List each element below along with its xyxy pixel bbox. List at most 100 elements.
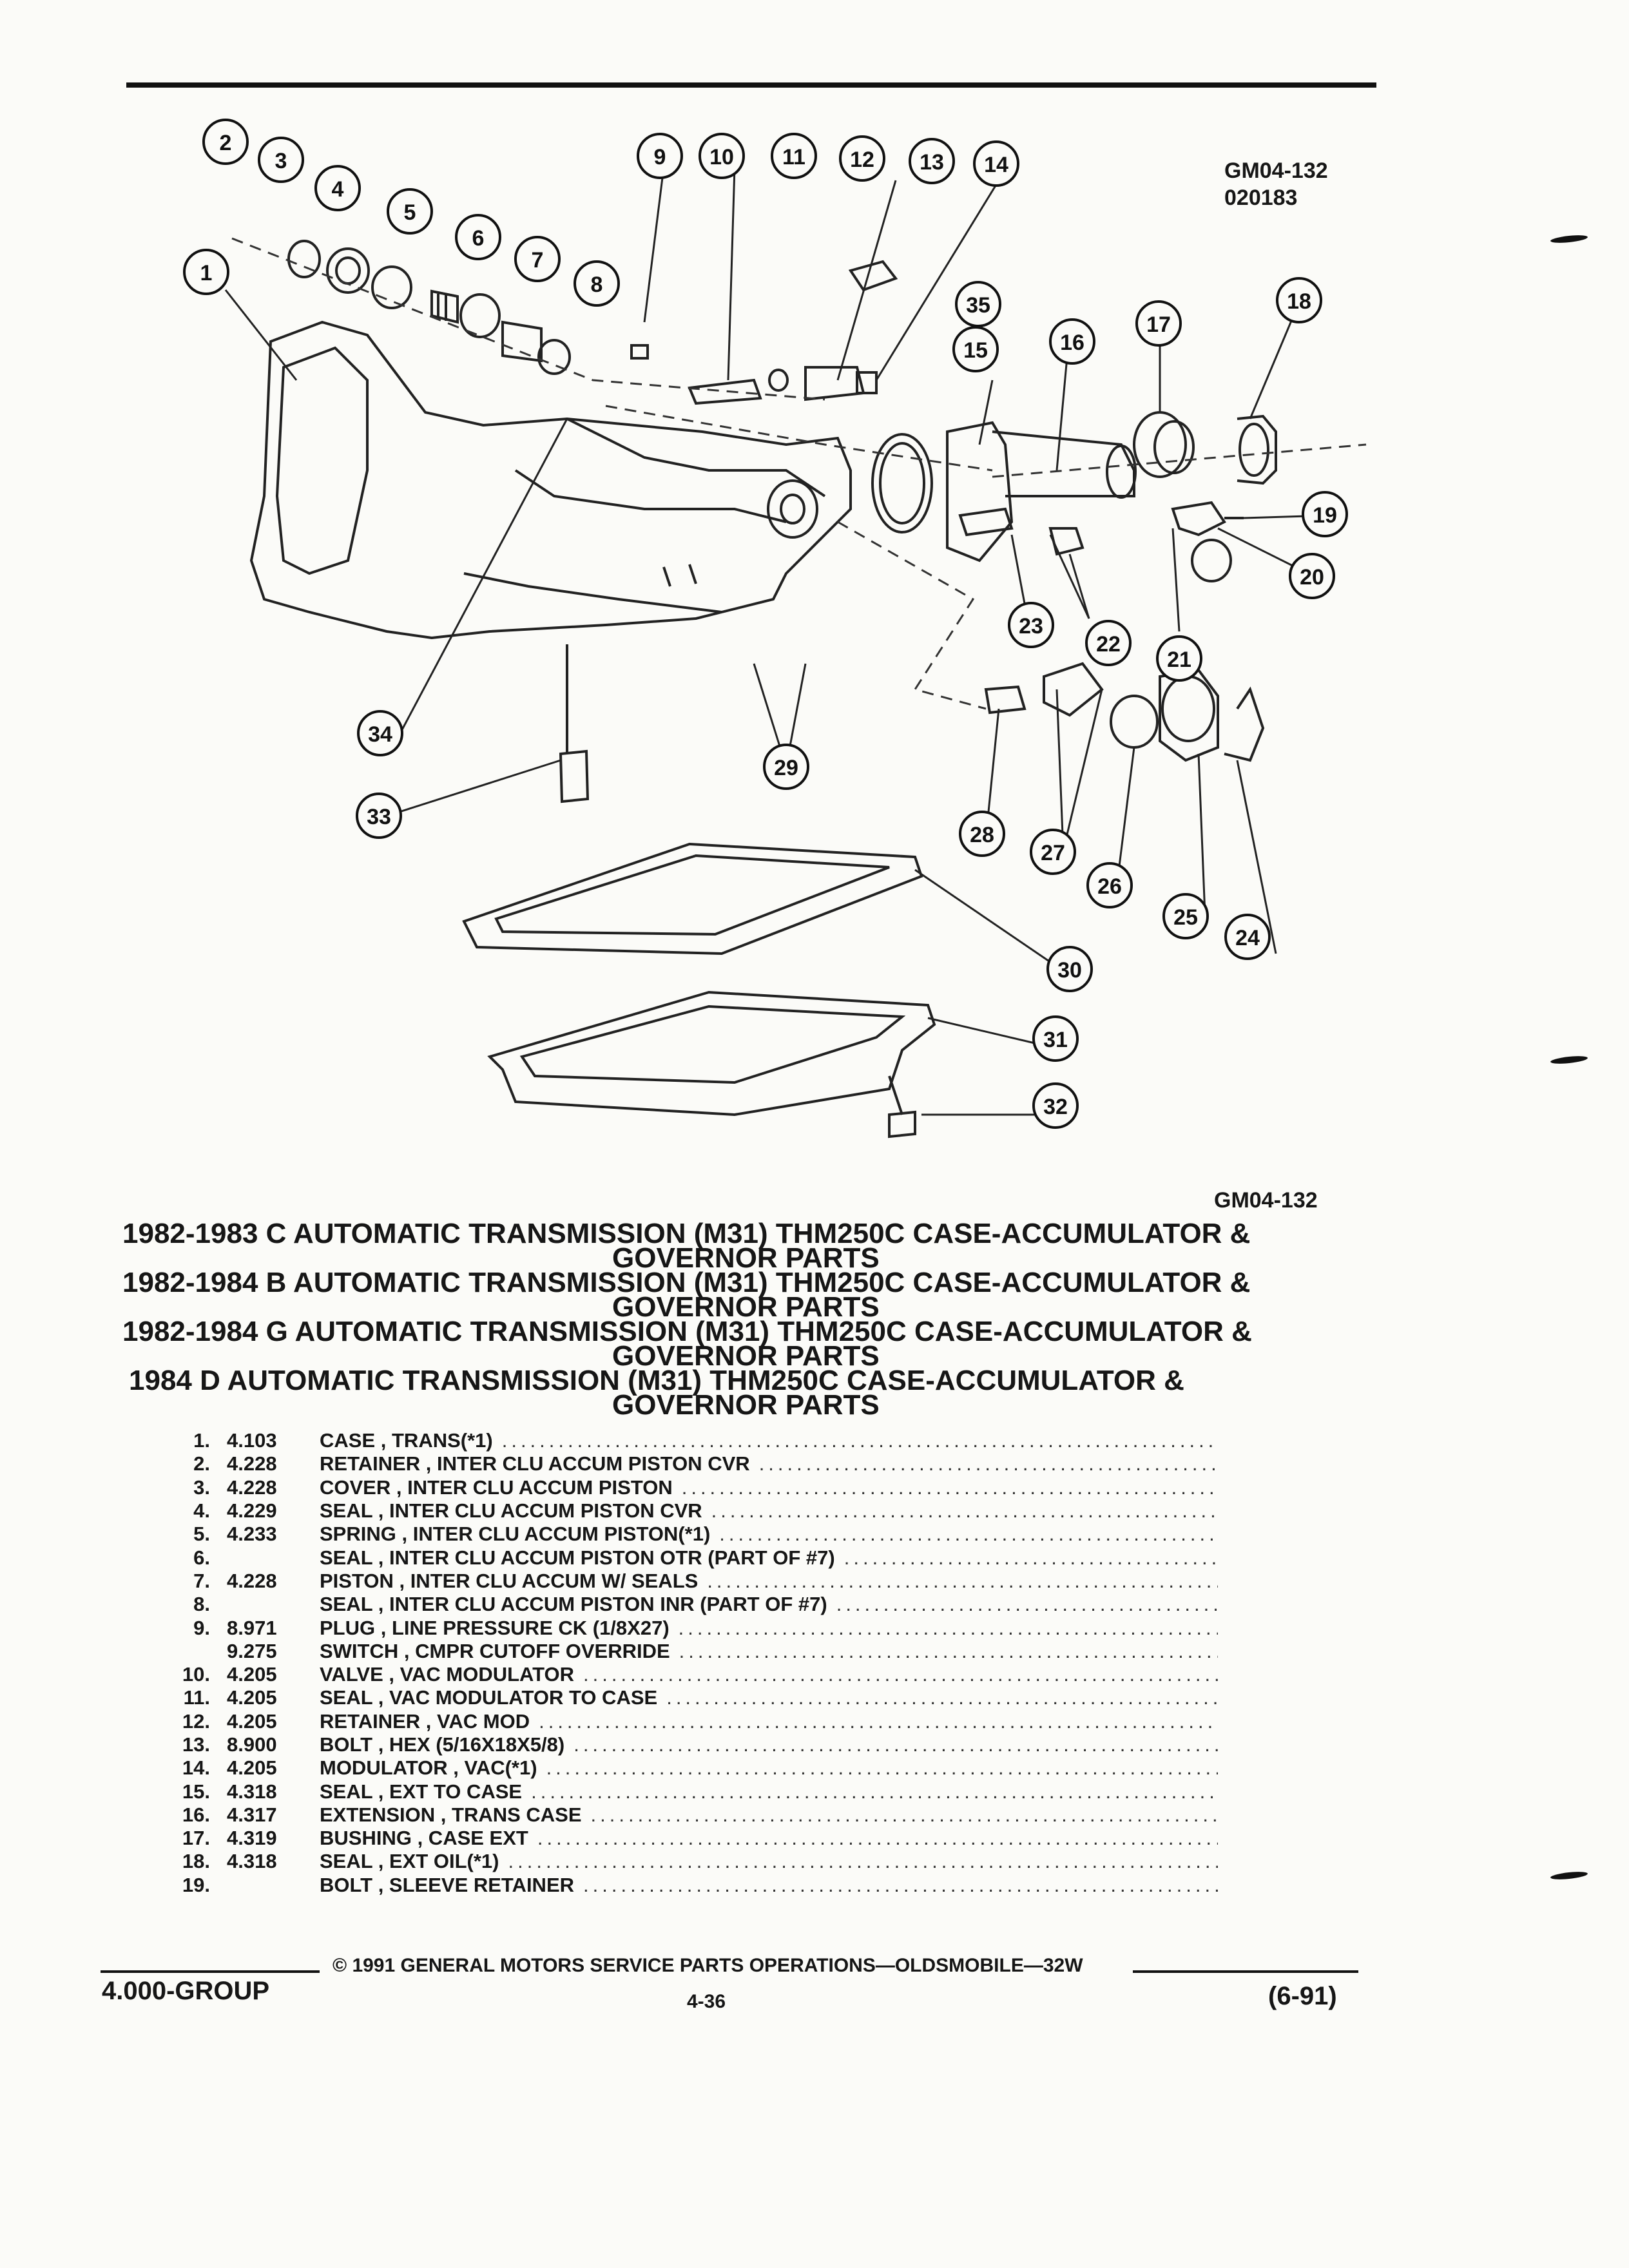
svg-text:26: 26 xyxy=(1097,874,1122,899)
part-group-code: 4.205 xyxy=(227,1686,277,1709)
svg-text:1: 1 xyxy=(200,261,213,285)
svg-text:19: 19 xyxy=(1313,503,1337,528)
callout-22: 22 xyxy=(1085,620,1132,666)
callout-28: 28 xyxy=(959,811,1005,857)
leader-dots: ........................................… xyxy=(707,1569,1218,1592)
callout-26: 26 xyxy=(1086,862,1133,908)
title-line: 1982-1984 G AUTOMATIC TRANSMISSION (M31)… xyxy=(122,1316,1252,1347)
svg-text:14: 14 xyxy=(984,153,1008,177)
part-number: 18. xyxy=(182,1850,210,1873)
callout-11: 11 xyxy=(771,133,817,179)
part-description: RETAINER , INTER CLU ACCUM PISTON CVR xyxy=(320,1452,750,1475)
svg-text:32: 32 xyxy=(1043,1095,1068,1119)
parts-list-row: 5. 4.233 SPRING , INTER CLU ACCUM PISTON… xyxy=(161,1523,1218,1546)
title-line: 1982-1984 B AUTOMATIC TRANSMISSION (M31)… xyxy=(122,1267,1251,1298)
svg-text:20: 20 xyxy=(1300,565,1324,590)
footer-rule-left xyxy=(101,1970,320,1973)
diagram-code-bottom: GM04-132 xyxy=(1214,1188,1318,1213)
title-continuation: GOVERNOR PARTS xyxy=(612,1291,880,1323)
title-continuation: GOVERNOR PARTS xyxy=(612,1340,880,1372)
svg-text:30: 30 xyxy=(1057,958,1082,983)
part-description: RETAINER , VAC MOD xyxy=(320,1709,530,1733)
parts-list-row: 4. 4.229 SEAL , INTER CLU ACCUM PISTON C… xyxy=(161,1499,1218,1523)
part-group-code: 4.319 xyxy=(227,1827,277,1850)
diagram-code-block: GM04-132 020183 xyxy=(1224,157,1328,211)
callout-23: 23 xyxy=(1008,602,1054,648)
parts-list-row: 16. 4.317 EXTENSION , TRANS CASE .......… xyxy=(161,1803,1218,1827)
leader-dots: ........................................… xyxy=(711,1499,1218,1523)
svg-text:18: 18 xyxy=(1287,289,1311,314)
callout-32: 32 xyxy=(1032,1082,1079,1129)
svg-text:22: 22 xyxy=(1096,632,1121,657)
svg-text:9: 9 xyxy=(654,145,666,169)
leader-dots: ........................................… xyxy=(758,1452,1218,1475)
parts-list-row: 13. 8.900 BOLT , HEX (5/16X18X5/8) .....… xyxy=(161,1733,1218,1756)
callout-14: 14 xyxy=(973,140,1019,187)
binder-tick-mark xyxy=(1550,1870,1588,1881)
part-number: 19. xyxy=(182,1873,210,1896)
title-line: 1984 D AUTOMATIC TRANSMISSION (M31) THM2… xyxy=(129,1365,1184,1396)
part-number: 11. xyxy=(183,1686,210,1709)
svg-text:16: 16 xyxy=(1060,331,1084,355)
callout-19: 19 xyxy=(1302,491,1348,537)
svg-text:27: 27 xyxy=(1041,841,1065,865)
part-group-code: 4.233 xyxy=(227,1523,277,1546)
callout-2: 2 xyxy=(202,119,249,165)
part-description: COVER , INTER CLU ACCUM PISTON xyxy=(320,1475,673,1499)
svg-text:24: 24 xyxy=(1235,926,1260,950)
part-number: 17. xyxy=(182,1827,210,1850)
parts-list-row: 9.275 SWITCH , CMPR CUTOFF OVERRIDE ....… xyxy=(161,1640,1218,1663)
transmission-case xyxy=(249,320,852,640)
leader-dots: ........................................… xyxy=(681,1475,1218,1499)
part-group-code: 4.103 xyxy=(227,1429,277,1452)
svg-text:4: 4 xyxy=(332,177,344,202)
svg-text:28: 28 xyxy=(970,823,994,847)
part-group-code: 9.275 xyxy=(227,1639,277,1662)
binder-tick-mark xyxy=(1550,233,1588,245)
diagram-drawing xyxy=(249,240,1277,1139)
callout-9: 9 xyxy=(637,133,683,179)
parts-list-row: 10. 4.205 VALVE , VAC MODULATOR ........… xyxy=(161,1663,1218,1686)
callout-35: 35 xyxy=(955,281,1001,327)
callout-markers: 1 2 3 4 5 6 7 8 9 10 11 12 13 14 15 16 1… xyxy=(183,119,1348,1129)
svg-text:6: 6 xyxy=(472,226,485,251)
callout-3: 3 xyxy=(258,137,304,183)
part-description: BOLT , HEX (5/16X18X5/8) xyxy=(320,1733,565,1756)
svg-text:35: 35 xyxy=(966,293,990,318)
callout-34: 34 xyxy=(357,710,403,756)
part-number: 6. xyxy=(193,1546,210,1569)
leader-dots: ........................................… xyxy=(679,1639,1218,1662)
parts-list-row: 12. 4.205 RETAINER , VAC MOD ...........… xyxy=(161,1710,1218,1733)
parts-list-row: 9. 8.971 PLUG , LINE PRESSURE CK (1/8X27… xyxy=(161,1616,1218,1639)
part-group-code: 8.900 xyxy=(227,1733,277,1756)
part-group-code: 4.205 xyxy=(227,1709,277,1733)
svg-text:5: 5 xyxy=(404,200,416,225)
callout-29: 29 xyxy=(763,744,809,790)
part-group-code: 4.228 xyxy=(227,1452,277,1475)
part-description: CASE , TRANS(*1) xyxy=(320,1429,493,1452)
part-group-code: 4.318 xyxy=(227,1850,277,1873)
svg-text:33: 33 xyxy=(367,805,391,829)
callout-21: 21 xyxy=(1156,635,1202,682)
part-description: SWITCH , CMPR CUTOFF OVERRIDE xyxy=(320,1639,670,1662)
parts-list-row: 14. 4.205 MODULATOR , VAC(*1) ..........… xyxy=(161,1756,1218,1780)
part-number: 14. xyxy=(182,1756,210,1780)
svg-text:21: 21 xyxy=(1167,648,1191,672)
leader-dots: ........................................… xyxy=(583,1873,1218,1896)
callout-33: 33 xyxy=(356,793,402,839)
callout-25: 25 xyxy=(1162,893,1209,939)
title-continuation: GOVERNOR PARTS xyxy=(612,1389,880,1421)
parts-list-row: 15. 4.318 SEAL , EXT TO CASE ...........… xyxy=(161,1780,1218,1803)
part-number: 10. xyxy=(182,1663,210,1686)
callout-1: 1 xyxy=(183,249,229,295)
parts-list: 1. 4.103 CASE , TRANS(*1) ..............… xyxy=(161,1429,1218,1897)
part-group-code: 4.228 xyxy=(227,1569,277,1592)
svg-text:34: 34 xyxy=(368,722,392,747)
leader-dots: ........................................… xyxy=(678,1616,1218,1639)
parts-list-row: 7. 4.228 PISTON , INTER CLU ACCUM W/ SEA… xyxy=(161,1570,1218,1593)
svg-text:15: 15 xyxy=(963,338,988,363)
svg-text:11: 11 xyxy=(782,145,805,169)
footer-page-number: 4-36 xyxy=(687,1991,726,2012)
parts-list-row: 2. 4.228 RETAINER , INTER CLU ACCUM PIST… xyxy=(161,1452,1218,1475)
parts-list-row: 18. 4.318 SEAL , EXT OIL(*1) ...........… xyxy=(161,1850,1218,1873)
